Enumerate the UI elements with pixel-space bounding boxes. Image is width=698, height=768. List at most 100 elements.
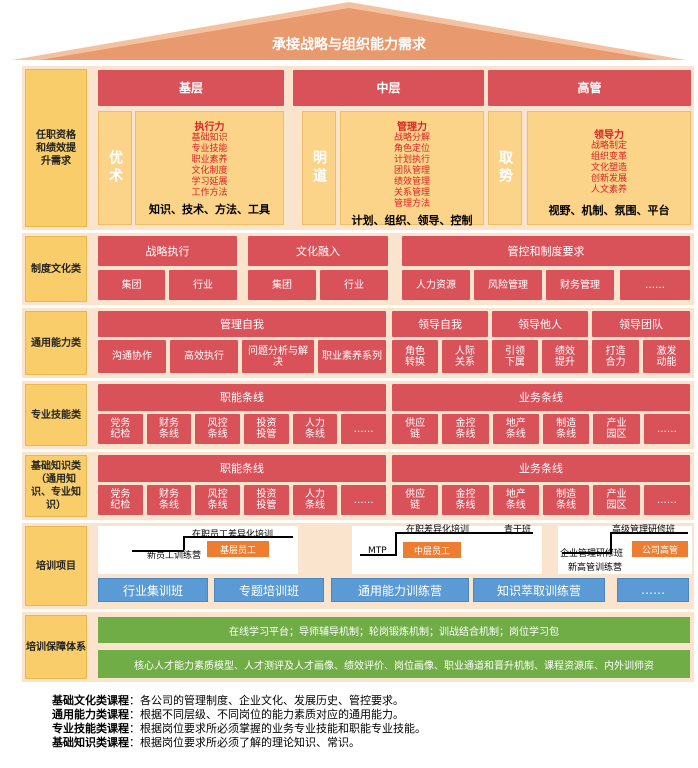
- level-top-item: 创新发展: [590, 174, 627, 184]
- level-top-title: 高管: [488, 70, 691, 106]
- prof-biz-item: 地产条线: [492, 414, 539, 444]
- level-mid-item: 角色定位: [393, 144, 430, 154]
- training-top-low-label: 企业管理研修班: [560, 549, 624, 559]
- level-top-item: 文化塑造: [590, 163, 627, 173]
- roof-shape: [12, 2, 686, 60]
- level-top-panel: 领导力 战略制定组织变革文化塑造创新发展人文素养 视野、机制、氛围、平台: [527, 111, 691, 225]
- general-leadothers-item: 引领下属: [492, 340, 538, 373]
- level-mid-panel: 管理力 战略分解角色定位计划执行团队管理绩效管理关系管理管理方法 计划、组织、领…: [340, 111, 484, 227]
- training-base-high-label: 在职员工差异化培训: [192, 530, 274, 540]
- training-base-badge: 基层员工: [207, 541, 269, 557]
- know-biz-item: 供应链: [392, 485, 439, 515]
- prof-biz-item: 供应链: [392, 414, 439, 444]
- level-top-item: 战略制定: [590, 141, 627, 151]
- support-line-2: 核心人才能力素质模型、人才测评及人才画像、绩效评价、岗位画像、职业通道和晋升机制…: [98, 650, 690, 678]
- training-top-riser: [610, 532, 612, 552]
- level-mid-item: 关系管理: [393, 188, 430, 198]
- culture-control-item: 风险管理: [474, 270, 542, 300]
- know-func-item: 人力条线: [292, 485, 338, 515]
- prof-func-item: 人力条线: [292, 414, 338, 444]
- support-line-1: 在线学习平台；导师辅导机制；轮岗锻炼机制；训战结合机制；岗位学习包: [98, 617, 690, 643]
- general-self-item: 高效执行: [170, 340, 238, 373]
- training-base-step-low: [132, 550, 184, 552]
- culture-control-item: ……: [620, 270, 690, 300]
- level-mid-item: 战略分解: [393, 133, 430, 143]
- culture-strategy-item: 集团: [98, 270, 165, 300]
- legend-item: 基础知识类课程：根据岗位要求所必须了解的理论知识、常识。: [52, 736, 360, 749]
- level-base-item: 基础知识: [191, 133, 228, 143]
- training-mid-high-label: 在职差异化培训: [406, 525, 470, 535]
- know-biz-item: 制造条线: [543, 485, 590, 515]
- know-func-item: 党务纪检: [98, 485, 143, 515]
- level-top-summary: 视野、机制、氛围、平台: [548, 204, 670, 217]
- level-base-items: 基础知识专业技能职业素养文化制度学习延展工作方法: [191, 133, 227, 199]
- training-top-step-low: [562, 552, 612, 554]
- prof-func-item: 风控条线: [195, 414, 240, 444]
- prof-biz-title: 业务条线: [392, 384, 690, 411]
- row-label-knowledge: 基础知识类（通用知识、专业知识）: [25, 455, 87, 517]
- prof-func-item: 财务条线: [146, 414, 192, 444]
- general-self-item: 职业素养系列: [318, 340, 386, 373]
- level-top-item: 人文素养: [590, 185, 627, 195]
- know-func-item: 财务条线: [146, 485, 192, 515]
- know-biz-title: 业务条线: [392, 455, 690, 482]
- level-top-capability: 领导力: [594, 130, 624, 141]
- general-leadothers-item: 绩效提升: [542, 340, 588, 373]
- row-label-training: 培训项目: [25, 526, 87, 606]
- know-func-item: 风控条线: [195, 485, 240, 515]
- row-label-qualification: 任职资格和绩效提升需求: [25, 69, 87, 227]
- prof-biz-item: 产业园区: [593, 414, 640, 444]
- general-leadteam-item: 激发动能: [643, 340, 690, 373]
- level-base-side: 优术: [98, 111, 132, 225]
- level-mid-capability: 管理力: [397, 122, 427, 133]
- prof-func-item: ……: [341, 414, 386, 444]
- prof-biz-item: 金控条线: [442, 414, 489, 444]
- level-top-items: 战略制定组织变革文化塑造创新发展人文素养: [591, 141, 627, 196]
- culture-strategy-item: 行业: [169, 270, 237, 300]
- training-base-low-label: 新员工训练营: [147, 551, 202, 561]
- culture-strategy-title: 战略执行: [98, 236, 237, 266]
- level-mid-side: 明道: [302, 111, 336, 225]
- level-base-capability: 执行力: [194, 122, 225, 133]
- prof-biz-item: 制造条线: [543, 414, 590, 444]
- level-base-item: 专业技能: [191, 144, 228, 154]
- culture-control-item: 人力资源: [402, 270, 470, 300]
- training-camp-knowledge: 知识萃取训练营: [473, 578, 605, 602]
- training-camp-general: 通用能力训练营: [331, 578, 469, 602]
- roof-title: 承接战略与组织能力需求: [272, 37, 426, 53]
- legend-item: 通用能力类课程：根据不同层级、不同岗位的能力素质对应的通用能力。: [52, 708, 404, 721]
- level-base-item: 工作方法: [191, 188, 228, 198]
- know-biz-item: ……: [643, 485, 690, 515]
- general-self-title: 管理自我: [98, 311, 386, 337]
- training-top-step-high: [610, 532, 688, 534]
- level-base-title: 基层: [98, 70, 284, 106]
- row-label-culture: 制度文化类: [25, 236, 87, 302]
- level-base-panel: 执行力 基础知识专业技能职业素养文化制度学习延展工作方法 知识、技术、方法、工具: [135, 111, 284, 225]
- general-leadself-title: 领导自我: [392, 311, 488, 337]
- training-base-step-high: [183, 536, 293, 550]
- know-biz-item: 地产条线: [492, 485, 539, 515]
- general-self-item: 问题分析与解决: [242, 340, 314, 373]
- culture-integration-item: 集团: [248, 270, 316, 300]
- training-mid-riser: [395, 532, 397, 554]
- culture-integration-item: 行业: [320, 270, 388, 300]
- culture-integration-title: 文化融入: [248, 236, 388, 266]
- general-leadothers-title: 领导他人: [492, 311, 588, 337]
- legend-item: 专业技能类课程：根据岗位要求所必须掌握的业务专业技能和职能专业技能。: [52, 722, 426, 735]
- prof-func-item: 党务纪检: [98, 414, 143, 444]
- know-func-title: 职能条线: [98, 455, 386, 482]
- training-mid-low-label: MTP: [368, 546, 387, 556]
- training-top-low2-label: 新高管训练营: [568, 563, 623, 573]
- level-mid-item: 计划执行: [393, 155, 430, 165]
- know-func-items: 党务纪检财务条线风控条线投资投管人力条线……: [98, 485, 386, 515]
- prof-biz-items: 供应链金控条线地产条线制造条线产业园区……: [392, 414, 690, 444]
- level-top-side: 取势: [488, 111, 522, 225]
- level-mid-items: 战略分解角色定位计划执行团队管理绩效管理关系管理管理方法: [394, 133, 430, 210]
- level-base-item: 学习延展: [191, 177, 228, 187]
- legend-item: 基础文化类课程：各公司的管理制度、企业文化、发展历史、管控要求。: [52, 694, 404, 707]
- level-mid-title: 中层: [293, 70, 484, 106]
- row-label-professional: 专业技能类: [25, 384, 87, 446]
- prof-func-items: 党务纪检财务条线风控条线投资投管人力条线……: [98, 414, 386, 444]
- general-leadteam-title: 领导团队: [592, 311, 690, 337]
- level-mid-summary: 计划、组织、领导、控制: [351, 214, 473, 227]
